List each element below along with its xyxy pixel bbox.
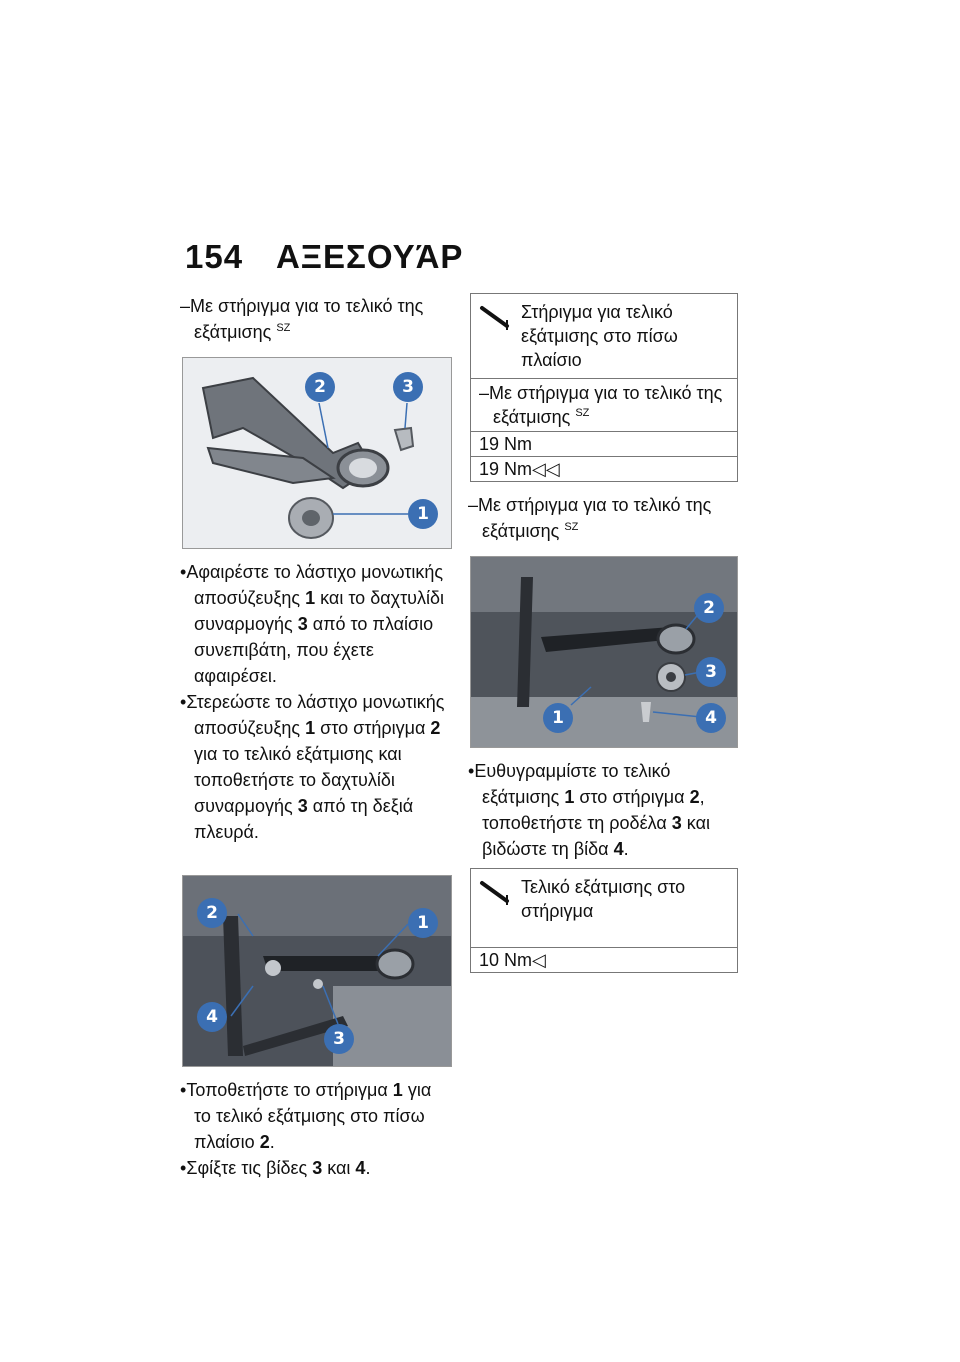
figure-exhaust-mount: 2 3 1 4 — [470, 556, 738, 748]
page-number: 154 — [185, 238, 244, 275]
exhaust-mount-photo — [471, 557, 737, 747]
instruction-bullet: •Σφίξτε τις βίδες 3 και 4. — [180, 1158, 371, 1178]
torque-table-header: Στήριγμα για τελικό εξάτμισης στο πίσω π… — [471, 294, 737, 378]
callout-3: 3 — [324, 1024, 354, 1054]
wrench-icon — [480, 881, 509, 905]
callout-1: 1 — [543, 703, 573, 733]
figure-bracket-mounting: 2 1 4 3 — [182, 875, 452, 1067]
instruction-bullet: •Αφαιρέστε το λάστιχο μονωτικής αποσύζευ… — [180, 562, 445, 686]
torque-table-title: Στήριγμα για τελικό εξάτμισης στο πίσω π… — [521, 302, 678, 370]
torque-table-title: Τελικό εξάτμισης στο στήριγμα — [521, 877, 686, 921]
callout-1: 1 — [408, 499, 438, 529]
page-header: 154 ΑΞΕΣΟΥΆΡ — [185, 238, 463, 276]
callout-4: 4 — [696, 703, 726, 733]
callout-3: 3 — [696, 657, 726, 687]
bracket-mounting-photo — [183, 876, 451, 1066]
callout-1: 1 — [408, 908, 438, 938]
torque-table: Στήριγμα για τελικό εξάτμισης στο πίσω π… — [470, 293, 738, 482]
callout-3: 3 — [393, 372, 423, 402]
right-column: Στήριγμα για τελικό εξάτμισης στο πίσω π… — [468, 293, 738, 981]
wrench-icon — [480, 306, 509, 330]
torque-value: 19 Nm — [471, 431, 737, 456]
instruction-bullet: •Τοποθετήστε το στήριγμα 1 για το τελικό… — [180, 1080, 432, 1152]
instruction-bullet: •Στερεώστε το λάστιχο μονωτικής αποσύζευ… — [180, 692, 445, 842]
torque-condition: –Με στήριγμα για το τελικό της εξάτμισης… — [471, 378, 737, 431]
left-column: –Με στήριγμα για το τελικό της εξάτμισης… — [180, 293, 452, 1181]
chapter-title: ΑΞΕΣΟΥΆΡ — [275, 238, 464, 275]
callout-2: 2 — [197, 898, 227, 928]
figure-rubber-mount: 2 3 1 — [182, 357, 452, 549]
condition-line: –Με στήριγμα για το τελικό της εξάτμισης… — [468, 495, 712, 541]
torque-table-header: Τελικό εξάτμισης στο στήριγμα — [471, 869, 737, 947]
instruction-bullet: •Ευθυγραμμίστε το τελικό εξάτμισης 1 στο… — [468, 761, 710, 859]
torque-value: 10 Nm◁ — [471, 947, 737, 972]
condition-line: –Με στήριγμα για το τελικό της εξάτμισης… — [180, 296, 424, 342]
torque-value: 19 Nm◁◁ — [471, 456, 737, 481]
callout-4: 4 — [197, 1002, 227, 1032]
callout-2: 2 — [694, 593, 724, 623]
callout-2: 2 — [305, 372, 335, 402]
torque-table: Τελικό εξάτμισης στο στήριγμα 10 Nm◁ — [470, 868, 738, 973]
